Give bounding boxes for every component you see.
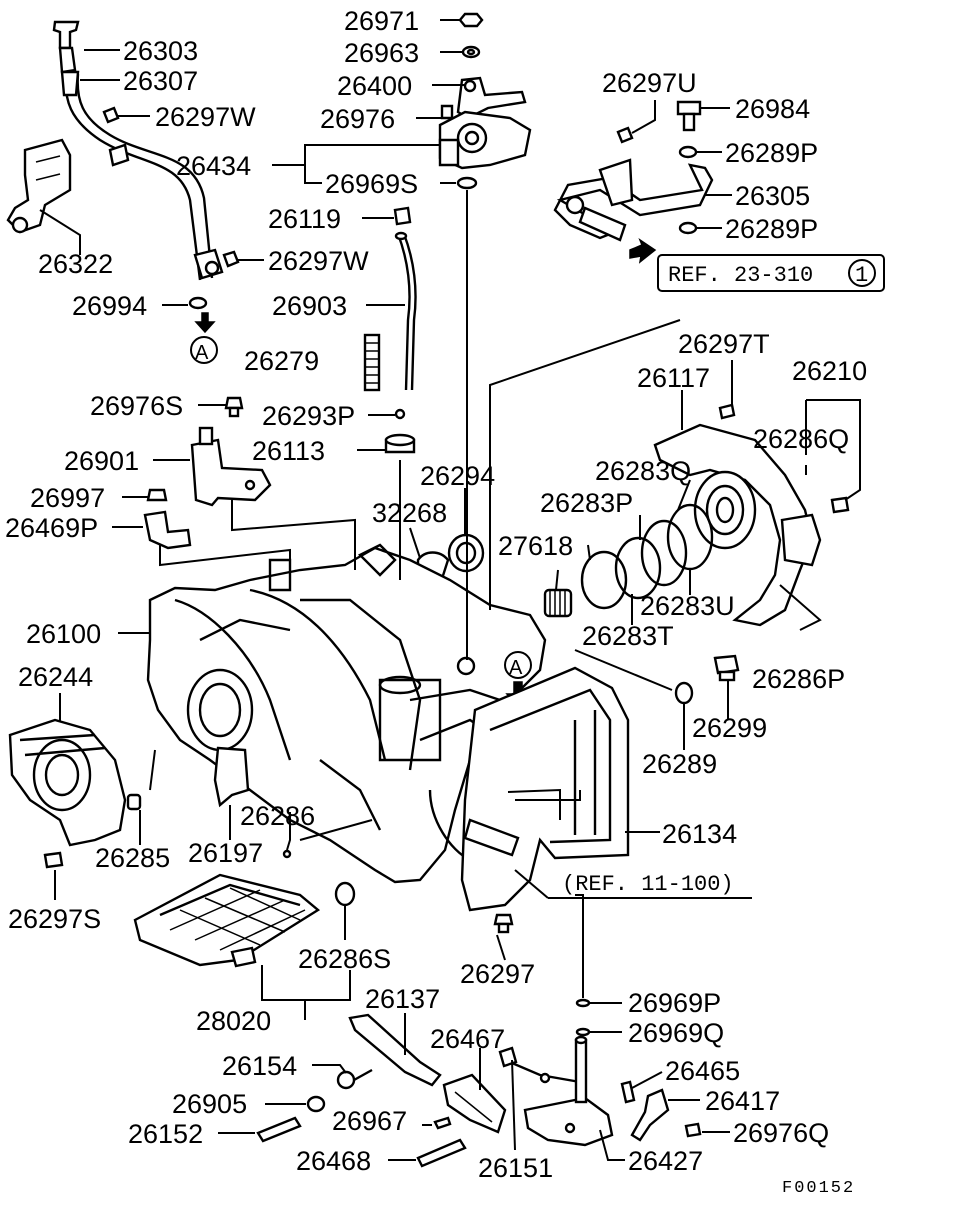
part-label: 26286Q xyxy=(753,424,849,454)
part-label: 26427 xyxy=(628,1146,703,1176)
part-label: 26119 xyxy=(268,204,341,234)
svg-text:(REF. 11-100): (REF. 11-100) xyxy=(562,872,734,897)
part-label: 27618 xyxy=(498,531,573,561)
svg-text:REF. 23-310: REF. 23-310 xyxy=(668,263,813,288)
part-label: 26967 xyxy=(332,1106,407,1136)
part-label: 26901 xyxy=(64,446,139,476)
svg-text:1: 1 xyxy=(855,263,868,288)
part-label: 26905 xyxy=(172,1089,247,1119)
part-label: 26154 xyxy=(222,1051,297,1081)
part-label: 26286S xyxy=(298,944,391,974)
part-label: 28020 xyxy=(196,1006,271,1036)
part-label: 26283P xyxy=(540,488,633,518)
part-label: 26307 xyxy=(123,66,198,96)
part-label: 26434 xyxy=(176,151,251,181)
part-label: 26279 xyxy=(244,346,319,376)
part-label: 26303 xyxy=(123,36,198,66)
part-label: 26969S xyxy=(325,169,418,199)
part-label: 26467 xyxy=(430,1024,505,1054)
part-label: 26994 xyxy=(72,291,147,321)
part-label: 26283U xyxy=(640,591,735,621)
part-label: 26289P xyxy=(725,138,818,168)
ref-box-23-310: REF. 23-310 1 xyxy=(657,254,885,292)
part-label: 26294 xyxy=(420,461,495,491)
part-label: 26469P xyxy=(5,513,98,543)
part-number-labels: 26971 26963 26400 26976 26434 26969S 263… xyxy=(5,6,867,1183)
part-label: 26322 xyxy=(38,249,113,279)
part-label: 26305 xyxy=(735,181,810,211)
part-label: 26976 xyxy=(320,104,395,134)
part-label: 26417 xyxy=(705,1086,780,1116)
part-label: 26969P xyxy=(628,988,721,1018)
part-label: 26117 xyxy=(637,363,710,393)
part-label: 26976Q xyxy=(733,1118,829,1148)
part-label: 26197 xyxy=(188,838,263,868)
part-label: 26137 xyxy=(365,984,440,1014)
leader-lines xyxy=(39,19,861,1161)
part-label: 26244 xyxy=(18,662,93,692)
marker-a-case: A xyxy=(504,651,532,679)
part-label: 26210 xyxy=(792,356,867,386)
part-label: 26903 xyxy=(272,291,347,321)
svg-text:A: A xyxy=(509,657,523,679)
part-label: 26289P xyxy=(725,214,818,244)
part-label: 32268 xyxy=(372,498,447,528)
part-label: 26963 xyxy=(344,38,419,68)
part-label: 26468 xyxy=(296,1146,371,1176)
part-label: 26297T xyxy=(678,329,770,359)
part-drawings xyxy=(6,12,850,1168)
marker-a-top: A xyxy=(190,336,218,364)
part-label: 26289 xyxy=(642,749,717,779)
part-label: 26293P xyxy=(262,401,355,431)
part-label: 26297W xyxy=(268,246,369,276)
part-label: 26134 xyxy=(662,819,737,849)
part-label: 26400 xyxy=(337,71,412,101)
part-label: 26976S xyxy=(90,391,183,421)
part-label: 26152 xyxy=(128,1119,203,1149)
part-label: 26283Q xyxy=(595,456,691,486)
part-label: 26969Q xyxy=(628,1018,724,1048)
part-label: 26286 xyxy=(240,801,315,831)
part-label: 26299 xyxy=(692,713,767,743)
part-label: 26297S xyxy=(8,904,101,934)
part-label: 26100 xyxy=(26,619,101,649)
part-label: 26984 xyxy=(735,94,810,124)
part-label: 26297 xyxy=(460,959,535,989)
part-label: 26297U xyxy=(602,68,697,98)
part-label: 26997 xyxy=(30,483,105,513)
part-label: 26151 xyxy=(478,1153,553,1183)
part-label: 26286P xyxy=(752,664,845,694)
diagram-code: F00152 xyxy=(782,1179,855,1198)
svg-text:A: A xyxy=(195,342,209,364)
part-label: 26113 xyxy=(252,436,325,466)
ref-label-11-100: (REF. 11-100) xyxy=(514,869,752,899)
part-label: 26971 xyxy=(344,6,419,36)
part-label: 26283T xyxy=(582,621,674,651)
part-label: 26465 xyxy=(665,1056,740,1086)
part-label: 26285 xyxy=(95,843,170,873)
part-label: 26297W xyxy=(155,102,256,132)
